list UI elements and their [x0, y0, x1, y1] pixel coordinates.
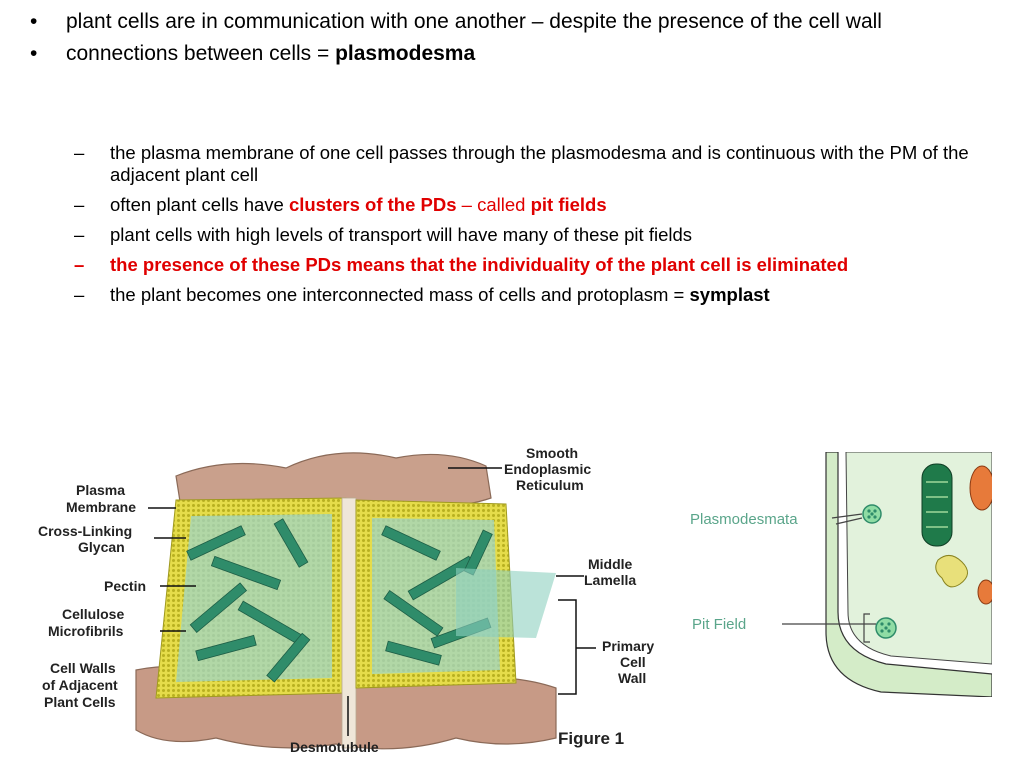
dash-marker: –	[74, 194, 85, 215]
bullet-marker: •	[30, 42, 38, 65]
subbullet-item: – the plasma membrane of one cell passes…	[74, 142, 974, 186]
label-primary-1: Primary	[602, 638, 654, 654]
label-primary-2: Cell	[620, 654, 646, 670]
dash-marker: –	[74, 254, 85, 275]
label-plasma-membrane-1: Plasma	[76, 482, 125, 498]
chloroplast	[921, 463, 953, 547]
label-glycan-1: Cross-Linking	[38, 523, 132, 539]
figure-caption: Figure 1	[558, 729, 624, 748]
label-ser-1: Smooth	[526, 445, 578, 461]
subbullet-item: – plant cells with high levels of transp…	[74, 224, 974, 246]
label-cellulose-2: Microfibrils	[48, 623, 124, 639]
desmotubule-channel	[341, 497, 357, 749]
label-plasmodesmata: Plasmodesmata	[690, 511, 798, 528]
label-adjacent-3: Plant Cells	[44, 694, 116, 710]
label-primary-3: Wall	[618, 670, 646, 686]
plasmodesma-illustration: Plasma Membrane Cross-Linking Glycan Pec…	[38, 445, 654, 755]
label-desmotubule: Desmotubule	[290, 739, 379, 755]
pit-field-diagram: Plasmodesmata Pit Field	[686, 452, 992, 697]
left-cell-wall	[155, 497, 347, 699]
label-plasma-membrane-2: Membrane	[66, 499, 136, 515]
bullet-item: • plant cells are in communication with …	[30, 10, 990, 34]
golgi	[935, 555, 968, 588]
pit-field-illustration: Plasmodesmata Pit Field	[690, 452, 992, 697]
label-cellulose-1: Cellulose	[62, 606, 124, 622]
label-lamella-2: Lamella	[584, 572, 636, 588]
cell-wall-outline	[825, 452, 992, 697]
term-plasmodesma: plasmodesma	[335, 42, 476, 65]
dash-marker: –	[74, 142, 85, 163]
plasmodesma-diagram: Plasma Membrane Cross-Linking Glycan Pec…	[36, 438, 676, 763]
cytoplasm	[845, 452, 992, 665]
term-symplast: symplast	[689, 284, 770, 305]
label-pit-field: Pit Field	[692, 616, 746, 633]
label-adjacent-2: of Adjacent	[42, 677, 118, 693]
mitochondrion	[977, 579, 992, 605]
dash-marker: –	[74, 284, 85, 305]
bullet-list: • plant cells are in communication with …	[30, 10, 990, 74]
bullet-text: plant cells are in communication with on…	[66, 10, 882, 33]
label-glycan-2: Glycan	[78, 539, 125, 555]
label-ser-2: Endoplasmic	[504, 461, 591, 477]
subbullet-list: – the plasma membrane of one cell passes…	[74, 142, 974, 314]
subbullet-text: plant cells with high levels of transpor…	[110, 224, 693, 245]
subbullet-item: – the plant becomes one interconnected m…	[74, 284, 974, 306]
bullet-text: connections between cells =	[66, 42, 336, 65]
subbullet-text-red: – called	[456, 194, 531, 215]
subbullet-text: often plant cells have	[110, 194, 289, 215]
label-adjacent-1: Cell Walls	[50, 660, 116, 676]
bullet-marker: •	[30, 10, 38, 33]
label-pectin: Pectin	[104, 578, 146, 594]
label-lamella-1: Middle	[588, 556, 633, 572]
subbullet-text: the presence of these PDs means that the…	[110, 254, 849, 275]
term-pit-fields: pit fields	[530, 194, 607, 215]
subbullet-text: the plasma membrane of one cell passes t…	[110, 142, 969, 185]
right-cell-wall	[355, 499, 556, 689]
term-clusters: clusters of the PDs	[288, 194, 457, 215]
subbullet-item-highlight: – the presence of these PDs means that t…	[74, 254, 974, 276]
label-ser-3: Reticulum	[516, 477, 584, 493]
subbullet-text: the plant becomes one interconnected mas…	[110, 284, 690, 305]
dash-marker: –	[74, 224, 85, 245]
subbullet-item: – often plant cells have clusters of the…	[74, 194, 974, 216]
mitochondrion	[969, 465, 992, 511]
bullet-item: • connections between cells = plasmodesm…	[30, 42, 990, 66]
